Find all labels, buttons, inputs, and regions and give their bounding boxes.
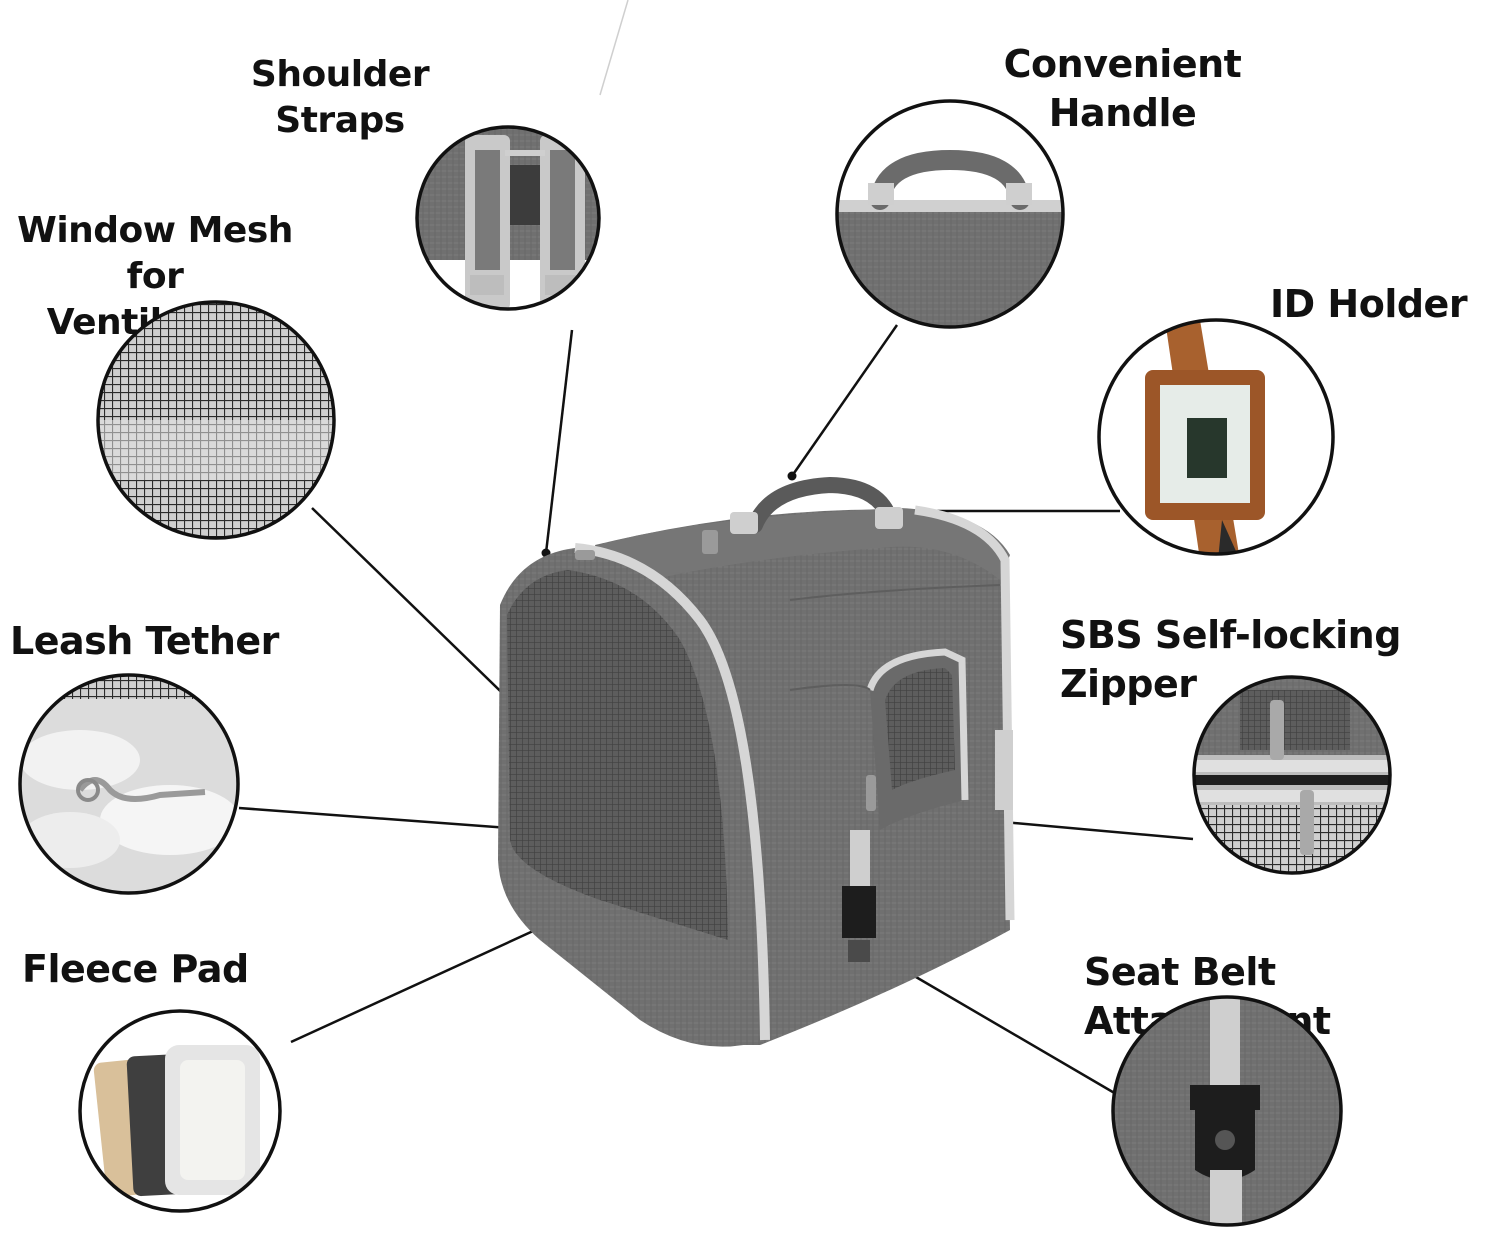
label-fleece-pad: Fleece Pad: [22, 947, 249, 991]
label-convenient-handle: Convenient Handle: [1000, 40, 1245, 137]
connector-fleece-pad: [290, 908, 580, 1044]
connector-shoulder-straps: [544, 329, 574, 554]
detail-fleece-pad: [78, 1009, 282, 1213]
label-shoulder-straps: Shoulder Straps: [250, 54, 430, 142]
detail-handle: [835, 99, 1065, 329]
label-handle-line2: Handle: [1048, 90, 1197, 135]
connector-seat-belt: [879, 954, 1124, 1100]
connector-handle: [790, 324, 899, 477]
detail-seat-belt: [1111, 995, 1343, 1227]
label-window-mesh-line1: Window Mesh for: [17, 210, 293, 298]
label-id-holder: ID Holder: [1270, 282, 1468, 326]
label-zipper: SBS Self-locking Zipper: [1060, 613, 1401, 706]
detail-window-mesh: [96, 300, 336, 540]
label-leash-tether: Leash Tether: [10, 619, 279, 663]
label-handle-line1: Convenient: [1003, 42, 1242, 86]
detail-shoulder-straps: [415, 125, 601, 311]
detail-zipper: [1192, 675, 1392, 875]
connector-window-mesh: [311, 507, 529, 719]
detail-leash-tether: [18, 673, 240, 895]
pet-carrier-bag: [498, 476, 1015, 1047]
detail-id-holder: [1097, 318, 1335, 556]
